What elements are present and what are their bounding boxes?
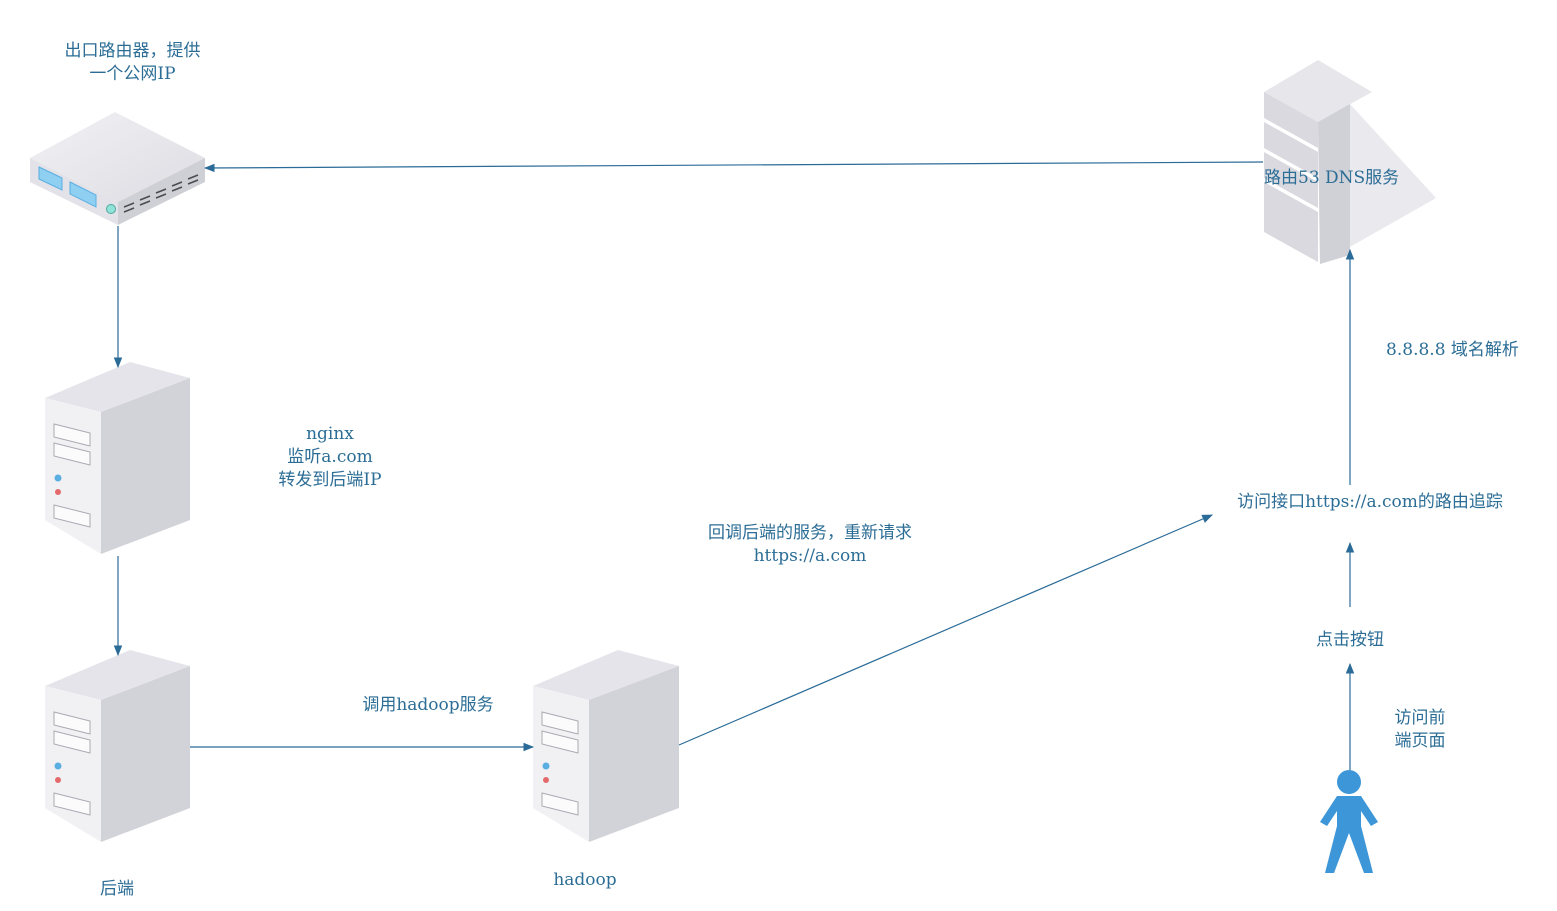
nginx-label: nginx 监听a.com 转发到后端IP — [278, 424, 382, 490]
router-label: 出口路由器，提供 一个公网IP — [64, 41, 201, 84]
dns-server-icon — [1264, 60, 1436, 264]
hadoop-server-icon — [533, 650, 679, 842]
edge-hadoop-to-route-trace — [678, 514, 1213, 746]
callback-label: 回调后端的服务，重新请求 https://a.com — [708, 523, 912, 566]
dns-label: 路由53 DNS服务 — [1264, 168, 1400, 188]
call-hadoop-label: 调用hadoop服务 — [362, 695, 494, 715]
hadoop-label: hadoop — [553, 870, 617, 890]
router-icon — [30, 112, 205, 225]
edge-dns-to-router — [203, 161, 1264, 173]
person-icon — [1320, 770, 1378, 873]
route-trace-label: 访问接口https://a.com的路由追踪 — [1237, 492, 1503, 512]
dns-resolve-label: 8.8.8.8 域名解析 — [1386, 340, 1519, 360]
nginx-server-icon — [45, 362, 190, 554]
visit-label: 访问前 端页面 — [1394, 708, 1446, 751]
click-label: 点击按钮 — [1316, 630, 1384, 650]
backend-label: 后端 — [100, 879, 134, 899]
backend-server-icon — [45, 650, 190, 842]
